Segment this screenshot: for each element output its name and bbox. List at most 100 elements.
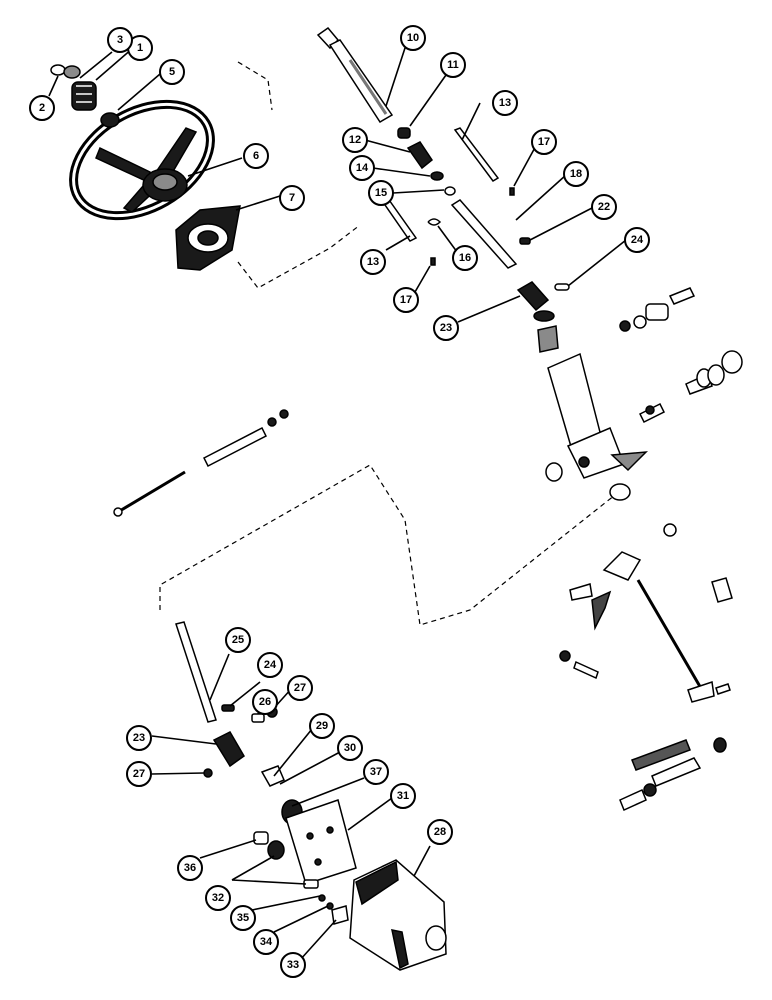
svg-text:14: 14 <box>356 162 369 174</box>
callout-14: 14 <box>349 155 375 181</box>
callout-12: 12 <box>342 127 368 153</box>
callout-29: 29 <box>309 713 335 739</box>
svg-text:17: 17 <box>400 294 412 306</box>
svg-text:32: 32 <box>212 892 224 904</box>
svg-text:24: 24 <box>631 234 644 246</box>
callout-23b: 23 <box>126 725 152 751</box>
svg-text:7: 7 <box>289 192 295 204</box>
callout-6: 6 <box>243 143 269 169</box>
svg-text:23: 23 <box>440 322 452 334</box>
callout-15: 15 <box>368 180 394 206</box>
callout-33: 33 <box>280 952 306 978</box>
callout-13b: 13 <box>360 249 386 275</box>
svg-text:25: 25 <box>232 634 244 646</box>
bearing <box>100 112 120 128</box>
small-parts <box>427 171 456 226</box>
svg-text:28: 28 <box>434 826 446 838</box>
svg-text:5: 5 <box>169 66 175 78</box>
svg-text:2: 2 <box>39 102 45 114</box>
universal-joint-lower <box>212 731 245 768</box>
steering-pump-gearbox <box>349 859 447 971</box>
callout-34: 34 <box>253 929 279 955</box>
lower-shaft-18 <box>450 199 518 269</box>
assembly-guide-lower <box>159 464 616 626</box>
callout-7: 7 <box>279 185 305 211</box>
svg-text:10: 10 <box>407 32 419 44</box>
callout-23a: 23 <box>433 315 459 341</box>
svg-text:22: 22 <box>598 201 610 213</box>
steering-column-tube <box>537 325 648 501</box>
svg-text:13: 13 <box>499 97 511 109</box>
callout-27b: 27 <box>126 761 152 787</box>
steering-wheel-nut <box>71 81 97 111</box>
svg-text:33: 33 <box>287 959 299 971</box>
linkage-assembly <box>559 523 733 703</box>
callout-5: 5 <box>159 59 185 85</box>
callout-36: 36 <box>177 855 203 881</box>
callout-26: 26 <box>252 689 278 715</box>
column-hardware <box>619 287 743 424</box>
callout-31: 31 <box>390 783 416 809</box>
upper-steering-shaft <box>316 26 394 124</box>
callout-3: 3 <box>107 27 133 53</box>
coupling <box>406 141 434 170</box>
callout-17a: 17 <box>531 129 557 155</box>
svg-text:16: 16 <box>459 252 471 264</box>
lower-small-parts <box>203 704 303 825</box>
svg-text:1: 1 <box>137 42 143 54</box>
svg-text:27: 27 <box>133 768 145 780</box>
callout-10: 10 <box>400 25 426 51</box>
callout-13a: 13 <box>492 90 518 116</box>
svg-text:13: 13 <box>367 256 379 268</box>
washer <box>63 65 81 79</box>
spring-and-pin <box>619 737 727 812</box>
callout-17b: 17 <box>393 287 419 313</box>
callout-25: 25 <box>225 627 251 653</box>
bushing <box>397 127 411 139</box>
svg-text:18: 18 <box>570 168 582 180</box>
callout-22: 22 <box>591 194 617 220</box>
callout-32: 32 <box>205 885 231 911</box>
callout-37: 37 <box>363 759 389 785</box>
mounting-plate <box>285 799 357 885</box>
svg-text:17: 17 <box>538 136 550 148</box>
svg-text:23: 23 <box>133 732 145 744</box>
svg-text:6: 6 <box>253 150 259 162</box>
callout-18: 18 <box>563 161 589 187</box>
svg-text:12: 12 <box>349 134 361 146</box>
callout-16: 16 <box>452 245 478 271</box>
svg-text:26: 26 <box>259 696 271 708</box>
svg-text:11: 11 <box>447 59 459 71</box>
callout-11: 11 <box>440 52 466 78</box>
callout-28: 28 <box>427 819 453 845</box>
svg-text:24: 24 <box>264 659 277 671</box>
pins-22-24 <box>519 237 570 291</box>
svg-text:35: 35 <box>237 912 249 924</box>
svg-text:3: 3 <box>117 34 123 46</box>
callout-35: 35 <box>230 905 256 931</box>
callout-group: 1 2 3 5 6 7 10 11 12 13 13 14 15 16 17 1… <box>29 25 650 978</box>
svg-text:34: 34 <box>260 936 273 948</box>
callout-2: 2 <box>29 95 55 121</box>
svg-text:37: 37 <box>370 766 382 778</box>
cap <box>50 64 66 76</box>
callout-27a: 27 <box>287 675 313 701</box>
pins-17 <box>430 187 515 266</box>
svg-text:15: 15 <box>375 187 387 199</box>
svg-text:29: 29 <box>316 720 328 732</box>
svg-text:27: 27 <box>294 682 306 694</box>
leader-lines <box>48 47 627 961</box>
plate-fittings <box>253 831 349 925</box>
callout-30: 30 <box>337 735 363 761</box>
svg-text:30: 30 <box>344 742 356 754</box>
steering-wheel-boot <box>175 205 241 271</box>
universal-joint-upper <box>516 281 555 322</box>
svg-text:36: 36 <box>184 862 196 874</box>
lower-steering-shaft <box>175 621 217 723</box>
assembly-guide-upper <box>237 61 361 289</box>
callout-24b: 24 <box>257 652 283 678</box>
svg-text:31: 31 <box>397 790 409 802</box>
callout-24a: 24 <box>624 227 650 253</box>
long-bolt-rod <box>113 409 289 517</box>
